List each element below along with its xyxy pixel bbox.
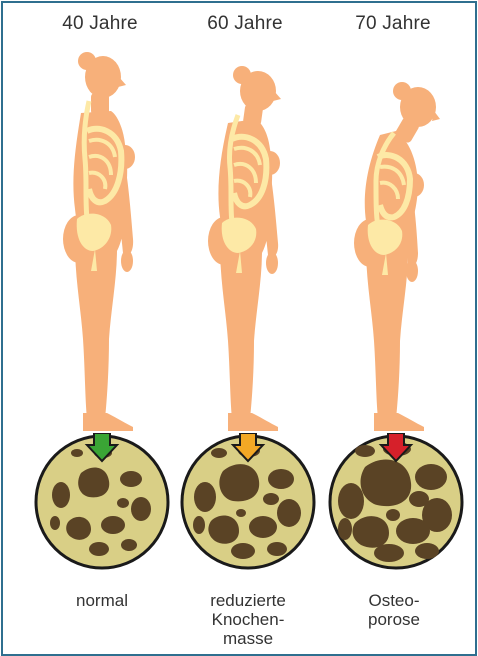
caption-line: reduzierte	[173, 591, 323, 610]
bone-cross-section-normal	[33, 433, 171, 571]
age-label-70: 70 Jahre	[318, 13, 468, 35]
bone-cross-section-osteoporosis	[327, 433, 465, 571]
figure-60-years	[170, 39, 320, 437]
age-label-60: 60 Jahre	[170, 13, 320, 35]
caption-line: Osteo-	[319, 591, 469, 610]
figure-40-years	[25, 39, 175, 437]
caption-line: Knochen-	[173, 610, 323, 629]
figure-70-years	[318, 39, 468, 437]
caption-normal: normal	[27, 591, 177, 610]
caption-line: normal	[27, 591, 177, 610]
caption-reduced-bone-mass: reduzierte Knochen- masse	[173, 591, 323, 648]
caption-osteoporosis: Osteo- porose	[319, 591, 469, 629]
age-label-40: 40 Jahre	[25, 13, 175, 35]
bone-cross-section-reduced	[179, 433, 317, 571]
caption-line: masse	[173, 629, 323, 648]
caption-line: porose	[319, 610, 469, 629]
